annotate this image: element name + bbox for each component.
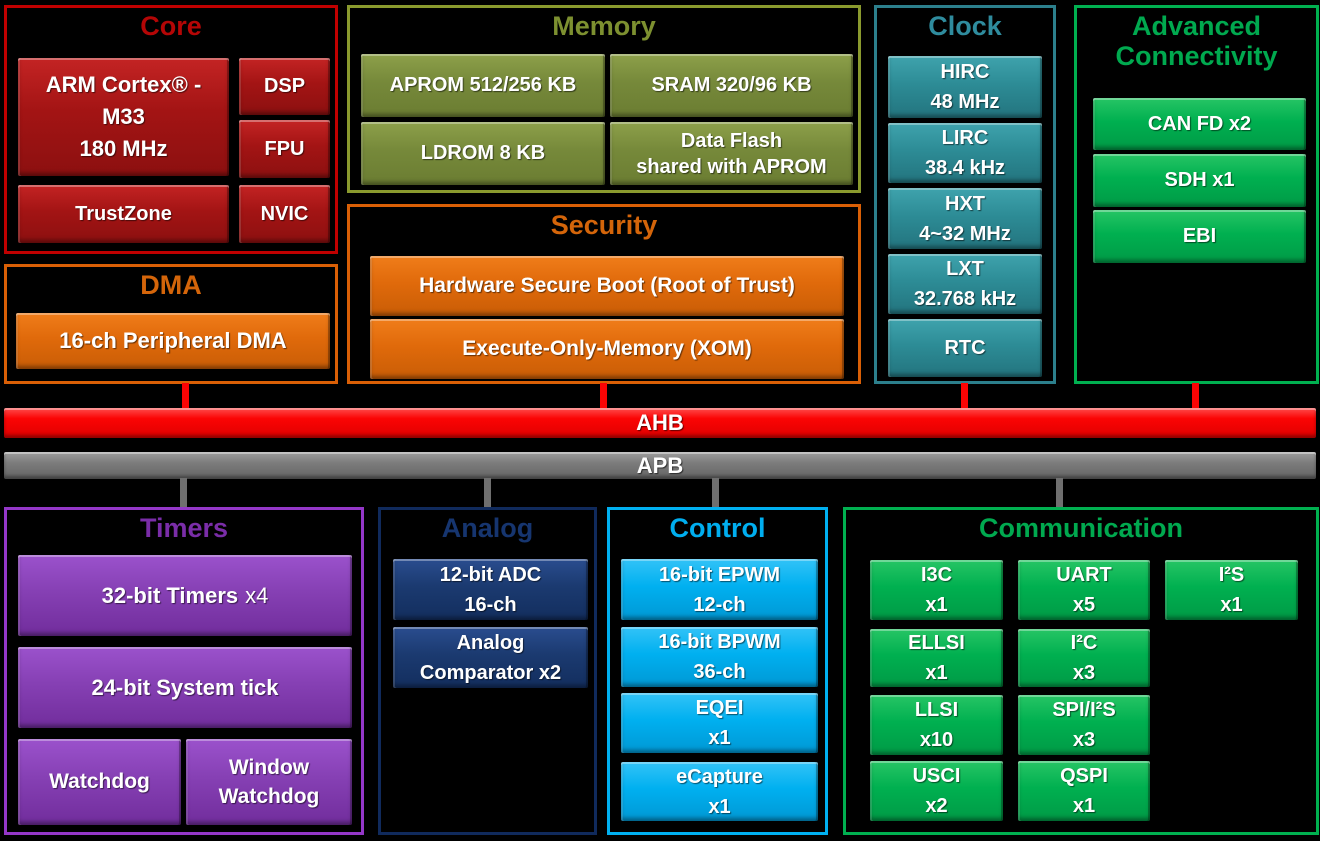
block-ecapture: eCapture x1 bbox=[621, 762, 818, 821]
block-i2s: I²S x1 bbox=[1165, 560, 1298, 620]
block-nvic: NVIC bbox=[239, 185, 330, 243]
ahb-bus: AHB bbox=[4, 408, 1316, 438]
connector-apb-analog bbox=[484, 478, 491, 508]
connector-security-ahb bbox=[600, 383, 607, 409]
block-epwm: 16-bit EPWM 12-ch bbox=[621, 559, 818, 620]
block-rtc: RTC bbox=[888, 319, 1042, 377]
panel-communication: Communication I3C x1 UART x5 I²S x1 ELLS… bbox=[843, 507, 1319, 835]
panel-dma: DMA 16-ch Peripheral DMA bbox=[4, 264, 338, 384]
block-hardware-secure-boot: Hardware Secure Boot (Root of Trust) bbox=[370, 256, 844, 316]
panel-control: Control 16-bit EPWM 12-ch 16-bit BPWM 36… bbox=[607, 507, 828, 835]
block-32bit-timers-label: 32-bit Timers bbox=[101, 582, 239, 608]
block-aprom: APROM 512/256 KB bbox=[361, 54, 605, 117]
panel-core: Core ARM Cortex® - M33 180 MHz DSP FPU T… bbox=[4, 5, 338, 254]
block-data-flash: Data Flash shared with APROM bbox=[610, 122, 853, 185]
panel-advanced-connectivity: Advanced Connectivity CAN FD x2 SDH x1 E… bbox=[1074, 5, 1319, 384]
block-hirc: HIRC 48 MHz bbox=[888, 56, 1042, 118]
block-analog-comparator: Analog Comparator x2 bbox=[393, 627, 588, 688]
block-ebi: EBI bbox=[1093, 210, 1306, 263]
block-32bit-timers-count: x4 bbox=[245, 582, 269, 608]
block-sram: SRAM 320/96 KB bbox=[610, 54, 853, 117]
block-i2c: I²C x3 bbox=[1018, 629, 1150, 687]
block-trustzone: TrustZone bbox=[18, 185, 229, 243]
block-llsi: LLSI x10 bbox=[870, 695, 1003, 755]
block-usci: USCI x2 bbox=[870, 761, 1003, 821]
block-i3c: I3C x1 bbox=[870, 560, 1003, 620]
block-hxt: HXT 4~32 MHz bbox=[888, 188, 1042, 249]
panel-clock: Clock HIRC 48 MHz LIRC 38.4 kHz HXT 4~32… bbox=[874, 5, 1056, 384]
ahb-bus-label: AHB bbox=[636, 410, 684, 435]
panel-core-title: Core bbox=[140, 11, 202, 41]
connector-apb-communication bbox=[1056, 478, 1063, 508]
panel-memory-title: Memory bbox=[552, 11, 656, 41]
block-spi-i2s: SPI/I²S x3 bbox=[1018, 695, 1150, 755]
panel-security-title: Security bbox=[550, 210, 658, 240]
panel-analog-title: Analog bbox=[441, 513, 534, 543]
block-eqei: EQEI x1 bbox=[621, 693, 818, 753]
panel-timers-title: Timers bbox=[139, 513, 229, 543]
block-lxt: LXT 32.768 kHz bbox=[888, 254, 1042, 314]
connector-apb-control bbox=[712, 478, 719, 508]
connector-apb-timers bbox=[180, 478, 187, 508]
block-fpu: FPU bbox=[239, 120, 330, 178]
panel-advanced-connectivity-title: Advanced Connectivity bbox=[1115, 11, 1278, 72]
block-watchdog: Watchdog bbox=[18, 739, 181, 825]
block-arm-cortex-m33: ARM Cortex® - M33 180 MHz bbox=[18, 58, 229, 176]
panel-security: Security Hardware Secure Boot (Root of T… bbox=[347, 204, 861, 384]
panel-clock-title: Clock bbox=[928, 11, 1002, 41]
panel-memory: Memory APROM 512/256 KB SRAM 320/96 KB L… bbox=[347, 5, 861, 193]
apb-bus: APB bbox=[4, 452, 1316, 479]
block-window-watchdog: Window Watchdog bbox=[186, 739, 352, 825]
connector-advanced-connectivity-ahb bbox=[1192, 383, 1199, 409]
block-can-fd: CAN FD x2 bbox=[1093, 98, 1306, 150]
apb-bus-label: APB bbox=[636, 452, 684, 478]
block-dsp: DSP bbox=[239, 58, 330, 115]
block-lirc: LIRC 38.4 kHz bbox=[888, 123, 1042, 183]
panel-communication-title: Communication bbox=[978, 513, 1183, 543]
panel-control-title: Control bbox=[669, 513, 766, 543]
block-ellsi: ELLSI x1 bbox=[870, 629, 1003, 687]
block-bpwm: 16-bit BPWM 36-ch bbox=[621, 627, 818, 687]
connector-clock-ahb bbox=[961, 383, 968, 409]
block-sdh: SDH x1 bbox=[1093, 154, 1306, 207]
block-ldrom: LDROM 8 KB bbox=[361, 122, 605, 185]
block-adc: 12-bit ADC 16-ch bbox=[393, 559, 588, 620]
panel-dma-title: DMA bbox=[140, 270, 202, 300]
connector-dma-ahb bbox=[182, 383, 189, 409]
block-qspi: QSPI x1 bbox=[1018, 761, 1150, 821]
panel-analog: Analog 12-bit ADC 16-ch Analog Comparato… bbox=[378, 507, 597, 835]
block-uart: UART x5 bbox=[1018, 560, 1150, 620]
block-peripheral-dma: 16-ch Peripheral DMA bbox=[16, 313, 330, 369]
block-xom: Execute-Only-Memory (XOM) bbox=[370, 319, 844, 379]
block-systick: 24-bit System tick bbox=[18, 647, 352, 728]
